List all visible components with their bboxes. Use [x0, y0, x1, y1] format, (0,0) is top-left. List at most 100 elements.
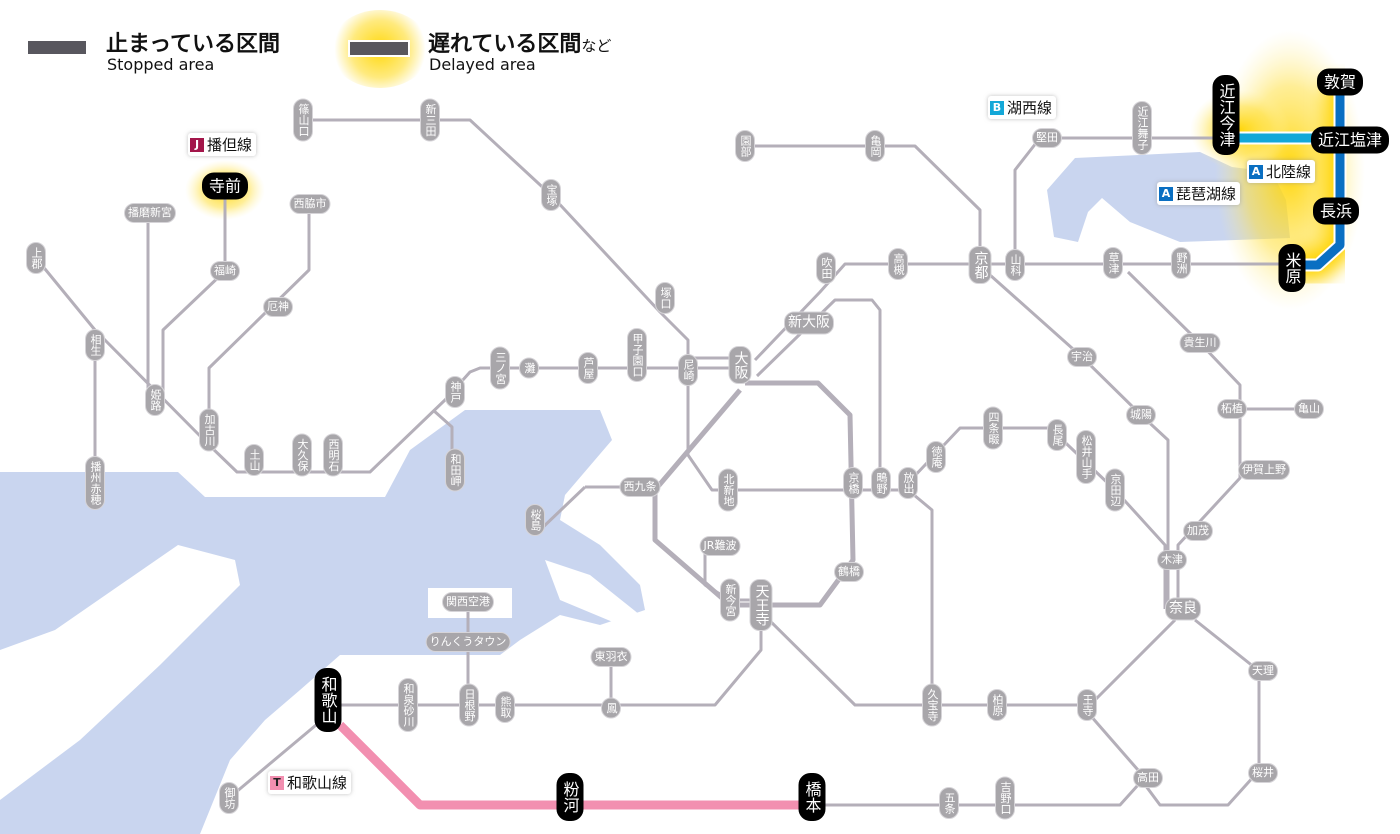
- rail-line[interactable]: [1138, 773, 1257, 807]
- station-normal[interactable]: 亀山: [1294, 399, 1324, 419]
- station-normal[interactable]: 西九条: [619, 477, 661, 497]
- station-normal[interactable]: 鶴橋: [834, 562, 864, 582]
- station-stopped[interactable]: 粉河: [556, 773, 584, 821]
- station-normal[interactable]: 播磨新宮: [124, 203, 176, 223]
- station-normal[interactable]: 播州赤穂: [85, 456, 105, 510]
- station-normal[interactable]: 甲子園口: [627, 328, 647, 382]
- rail-line[interactable]: [1194, 618, 1260, 673]
- station-normal[interactable]: 西脇市: [289, 194, 331, 214]
- rail-line[interactable]: [745, 144, 982, 265]
- station-normal[interactable]: 柘植: [1217, 399, 1247, 419]
- station-stopped[interactable]: 橋本: [798, 773, 826, 821]
- station-delayed[interactable]: 長浜: [1312, 197, 1360, 225]
- station-normal[interactable]: 城陽: [1126, 405, 1156, 425]
- station-normal[interactable]: 大久保: [292, 433, 312, 477]
- rail-line[interactable]: [228, 713, 329, 800]
- station-normal[interactable]: 新三田: [420, 98, 440, 142]
- station-normal[interactable]: 堅田: [1032, 128, 1062, 148]
- station-normal[interactable]: 天王寺: [749, 579, 773, 631]
- station-normal[interactable]: 久宝寺: [922, 683, 942, 727]
- station-normal[interactable]: 長尾: [1047, 419, 1067, 451]
- station-normal[interactable]: 五条: [939, 787, 959, 819]
- rail-line[interactable]: [907, 488, 934, 705]
- station-normal[interactable]: 吹田: [816, 252, 836, 284]
- rail-line[interactable]: [161, 186, 227, 400]
- rail-line[interactable]: [759, 610, 1177, 707]
- rail-line[interactable]: [207, 204, 311, 430]
- station-normal[interactable]: 宇治: [1067, 347, 1097, 367]
- station-normal[interactable]: 関西空港: [442, 592, 494, 612]
- station-normal[interactable]: 桜島: [525, 504, 545, 536]
- station-normal[interactable]: 篠山口: [293, 98, 313, 142]
- station-normal[interactable]: 灘: [519, 357, 539, 379]
- station-normal[interactable]: 王寺: [1077, 689, 1097, 721]
- station-normal[interactable]: 吉野口: [995, 776, 1015, 820]
- station-normal[interactable]: 北新地: [718, 468, 738, 512]
- station-normal[interactable]: 西明石: [323, 433, 343, 477]
- station-normal[interactable]: 桜井: [1248, 763, 1278, 783]
- station-normal[interactable]: 放出: [898, 467, 918, 499]
- station-normal[interactable]: 近江舞子: [1132, 101, 1152, 155]
- station-normal[interactable]: 福崎: [210, 261, 240, 281]
- station-stopped[interactable]: 和歌山: [314, 668, 342, 732]
- station-delayed[interactable]: 米原: [1278, 244, 1306, 292]
- station-normal[interactable]: 姫路: [145, 384, 165, 416]
- station-normal[interactable]: 四条畷: [983, 406, 1003, 450]
- station-delayed[interactable]: 近江塩津: [1310, 126, 1390, 154]
- station-delayed[interactable]: 敦賀: [1316, 68, 1364, 96]
- station-normal[interactable]: 野洲: [1171, 247, 1191, 279]
- station-normal[interactable]: 山科: [1005, 249, 1025, 281]
- station-normal[interactable]: 上郡: [26, 242, 46, 274]
- rail-line[interactable]: [906, 426, 1167, 609]
- station-normal[interactable]: 新大阪: [784, 311, 834, 335]
- rail-line[interactable]: [303, 118, 908, 492]
- station-normal[interactable]: 和泉砂川: [398, 678, 418, 732]
- rail-line[interactable]: [34, 257, 745, 474]
- station-normal[interactable]: 亀岡: [865, 130, 885, 162]
- station-delayed[interactable]: 寺前: [201, 172, 249, 200]
- station-normal[interactable]: 日根野: [459, 683, 479, 727]
- station-normal[interactable]: 塚口: [655, 282, 675, 314]
- station-normal[interactable]: 園部: [735, 130, 755, 162]
- station-normal[interactable]: 尼崎: [678, 354, 698, 386]
- station-normal[interactable]: 厄神: [263, 297, 293, 317]
- station-normal[interactable]: 鴫野: [871, 467, 891, 499]
- station-delayed[interactable]: 近江今津: [1212, 75, 1240, 155]
- station-normal[interactable]: 奈良: [1165, 597, 1201, 621]
- station-normal[interactable]: 宝塚: [541, 179, 561, 211]
- rail-line[interactable]: [812, 783, 1140, 807]
- station-normal[interactable]: 神戸: [445, 376, 465, 408]
- station-normal[interactable]: 高槻: [888, 248, 908, 280]
- wakayama-line-stopped[interactable]: [336, 721, 812, 810]
- station-normal[interactable]: 徳庵: [926, 441, 946, 473]
- station-normal[interactable]: 加古川: [199, 408, 219, 452]
- station-normal[interactable]: 鳳: [601, 697, 621, 719]
- station-normal[interactable]: 東羽衣: [590, 647, 632, 667]
- station-normal[interactable]: 和田岬: [445, 448, 465, 492]
- station-normal[interactable]: 三ノ宮: [490, 346, 510, 390]
- station-normal[interactable]: 土山: [244, 444, 264, 476]
- station-normal[interactable]: 木津: [1157, 550, 1187, 570]
- station-normal[interactable]: JR難波: [699, 536, 741, 556]
- rail-line[interactable]: [538, 485, 587, 532]
- station-normal[interactable]: 京田辺: [1105, 468, 1125, 512]
- station-normal[interactable]: 京都: [968, 246, 992, 284]
- station-normal[interactable]: 相生: [85, 329, 105, 361]
- osaka-loop-line[interactable]: [652, 380, 856, 608]
- station-normal[interactable]: 新今宮: [720, 578, 740, 622]
- station-normal[interactable]: 天理: [1248, 661, 1278, 681]
- station-normal[interactable]: 京橋: [843, 467, 863, 499]
- rail-line[interactable]: [1088, 714, 1140, 771]
- station-normal[interactable]: 伊賀上野: [1238, 460, 1290, 480]
- station-normal[interactable]: 松井山手: [1076, 430, 1096, 484]
- station-normal[interactable]: 大阪: [728, 346, 752, 384]
- station-normal[interactable]: 芦屋: [578, 352, 598, 384]
- station-normal[interactable]: 高田: [1133, 768, 1163, 788]
- station-normal[interactable]: 熊取: [495, 691, 515, 723]
- station-normal[interactable]: 草津: [1103, 247, 1123, 279]
